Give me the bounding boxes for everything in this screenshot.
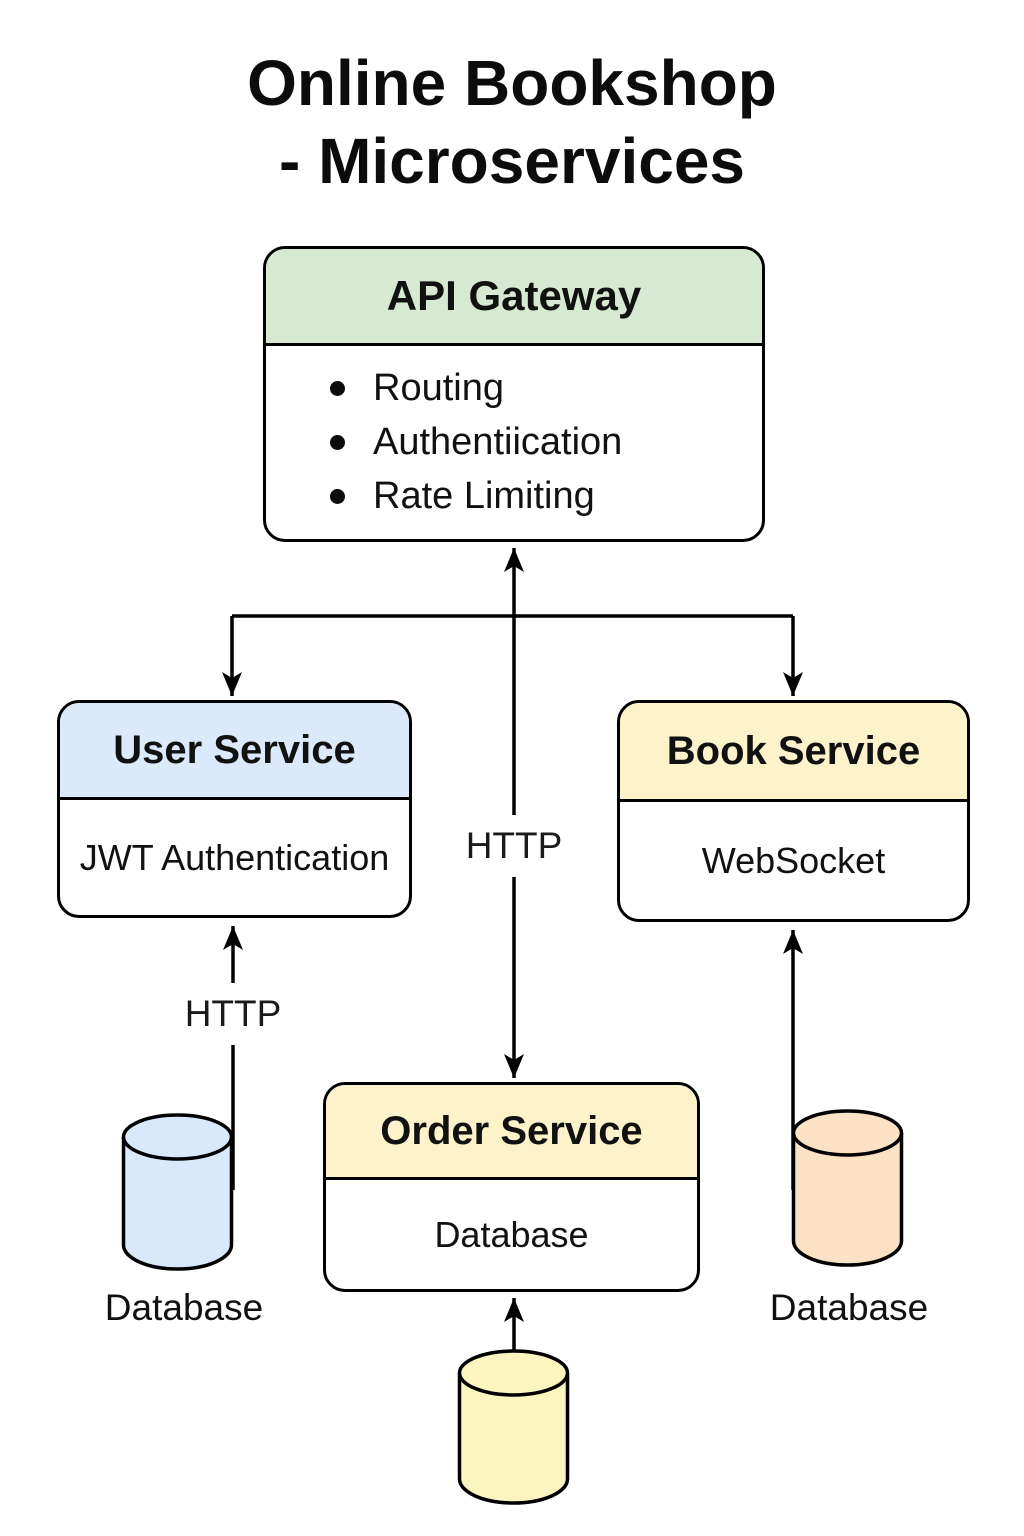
bullet-icon <box>330 489 345 504</box>
book-database-label: Database <box>769 1287 929 1328</box>
api-gateway-body: Routing Authentiication Rate Limiting <box>266 346 762 539</box>
book-database-icon <box>791 1109 904 1267</box>
order-database-icon <box>457 1349 570 1505</box>
list-item-label: Routing <box>373 367 504 409</box>
book-service-body: WebSocket <box>620 802 967 919</box>
list-item: Routing <box>330 367 504 410</box>
http-label-user-db: HTTP <box>176 983 290 1045</box>
api-gateway-title: API Gateway <box>386 272 642 319</box>
api-gateway-header: API Gateway <box>266 249 762 346</box>
list-item: Rate Limiting <box>330 475 595 518</box>
bullet-icon <box>330 435 345 450</box>
diagram-title: Online Bookshop - Microservices <box>0 44 1024 200</box>
user-database-icon <box>121 1113 234 1271</box>
user-service-title: User Service <box>113 727 356 772</box>
order-service-title: Order Service <box>380 1108 643 1153</box>
user-service-header: User Service <box>60 703 409 800</box>
order-service-body-label: Database <box>434 1213 589 1255</box>
order-service-header: Order Service <box>326 1085 697 1180</box>
node-user-service: User Service JWT Authentication <box>57 700 412 918</box>
list-item-label: Authentiication <box>373 421 623 463</box>
diagram-title-line2: - Microservices <box>278 125 746 198</box>
diagram-title-line1: Online Bookshop <box>247 47 777 119</box>
list-item: Authentiication <box>330 421 622 464</box>
book-service-body-label: WebSocket <box>701 839 886 881</box>
node-order-service: Order Service Database <box>323 1082 700 1292</box>
book-service-header: Book Service <box>620 703 967 802</box>
node-book-service: Book Service WebSocket <box>617 700 970 922</box>
user-service-body: JWT Authentication <box>60 800 409 915</box>
user-database-label: Database <box>104 1287 264 1328</box>
book-service-title: Book Service <box>666 728 921 773</box>
node-api-gateway: API Gateway Routing Authentiication Rate… <box>263 246 765 542</box>
order-service-body: Database <box>326 1180 697 1289</box>
list-item-label: Rate Limiting <box>373 475 595 517</box>
http-label-gateway-order: HTTP <box>457 815 571 877</box>
user-service-body-label: JWT Authentication <box>79 836 390 878</box>
bullet-icon <box>330 381 345 396</box>
